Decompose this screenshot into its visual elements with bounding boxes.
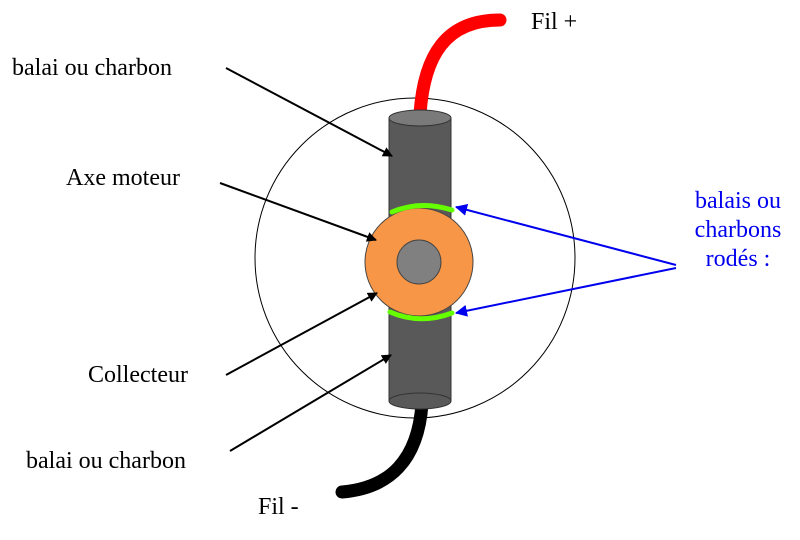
- label-commutator: Collecteur: [88, 362, 188, 388]
- label-worn-brushes: balais ou charbons rodés :: [678, 187, 798, 273]
- motor-shaft: [396, 239, 442, 285]
- worn-brush-edge-bottom: [387, 309, 455, 322]
- label-worn-brushes-line-1: balais ou: [695, 188, 781, 214]
- label-brush-top: balai ou charbon: [12, 55, 172, 81]
- label-brush-bottom: balai ou charbon: [26, 448, 186, 474]
- arrow-worn-bottom: [455, 267, 677, 317]
- arrow-motor-shaft: [219, 182, 377, 242]
- label-motor-shaft: Axe moteur: [66, 165, 180, 191]
- arrow-commutator: [225, 292, 378, 376]
- positive-wire: [413, 13, 507, 121]
- arrow-brush-bottom: [229, 354, 392, 452]
- label-worn-brushes-line-3: rodés :: [705, 245, 771, 272]
- worn-brush-edge-top: [389, 203, 455, 215]
- arrow-worn-top: [455, 204, 677, 266]
- arrow-brush-top: [225, 67, 393, 157]
- label-wire-plus: Fil +: [531, 9, 578, 35]
- label-wire-minus: Fil -: [258, 494, 299, 520]
- label-worn-brushes-line-2: charbons: [694, 216, 782, 243]
- negative-wire: [335, 397, 429, 499]
